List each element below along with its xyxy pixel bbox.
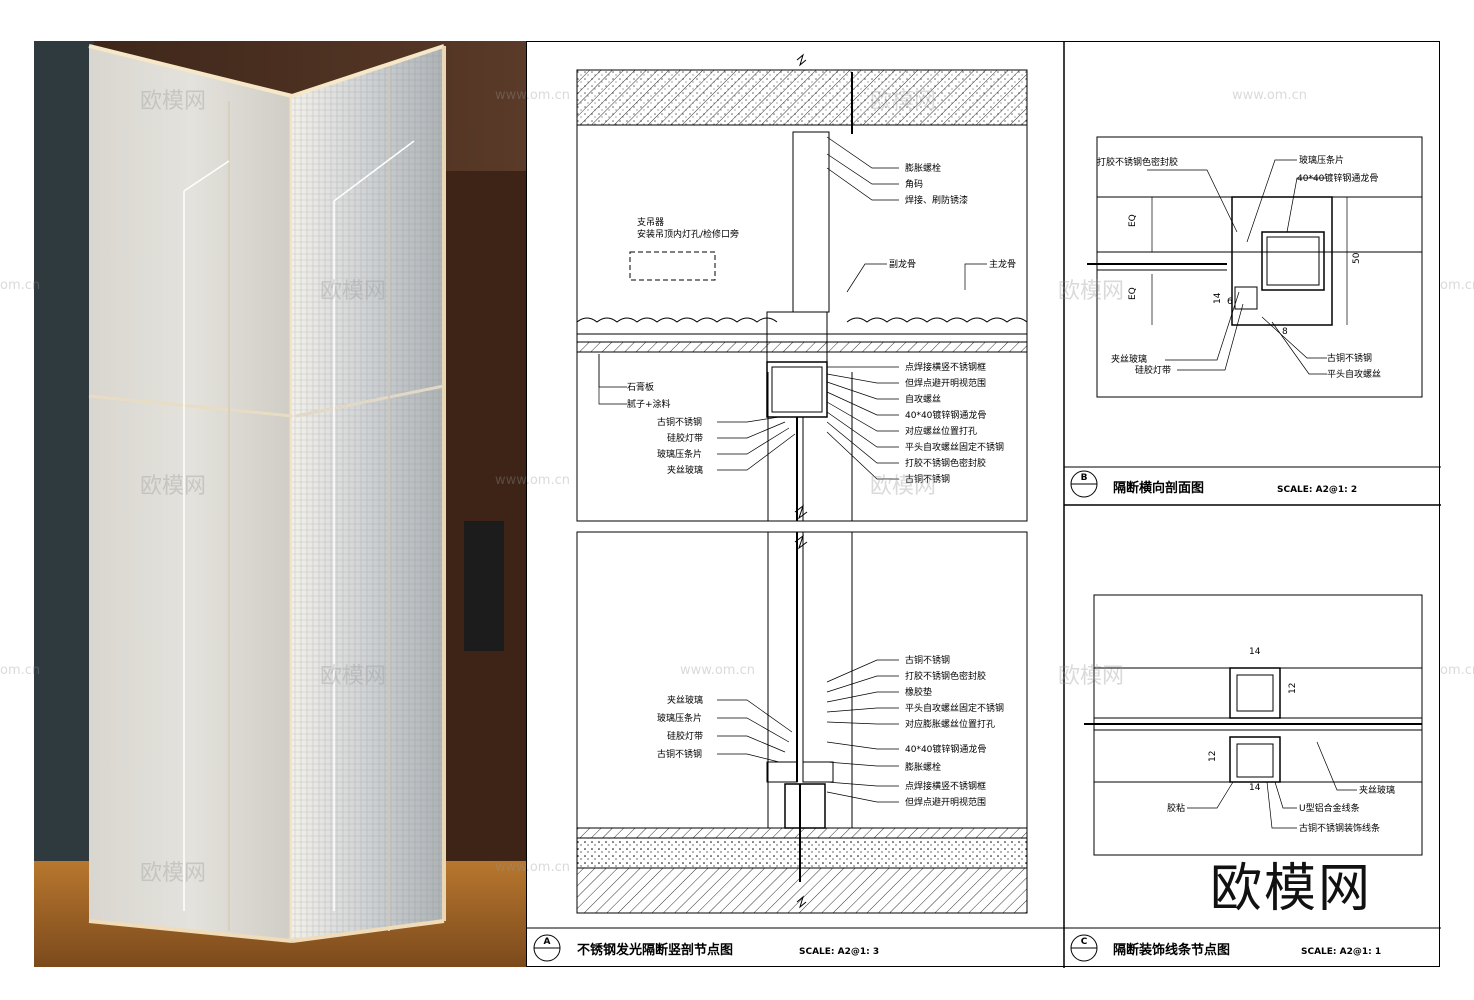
label-b-4: 硅胶灯带 — [1135, 364, 1171, 376]
label-a-rb-4: 对应膨胀螺丝位置打孔 — [905, 718, 995, 730]
label-b-2: 40*40镀锌钢通龙骨 — [1297, 172, 1378, 184]
cad-drawing: 膨胀螺栓 角码 焊接、刷防锈漆 支吊器 安装吊顶内灯孔/检修口旁 副龙骨 主龙骨… — [527, 42, 1441, 968]
label-a-joist: 副龙骨 — [889, 258, 916, 270]
detail-c-title: 隔断装饰线条节点图 — [1113, 942, 1230, 958]
brand-logo: 欧模网 — [1210, 859, 1373, 919]
dim-c-2: 12 — [1208, 751, 1218, 762]
dim-b-2: 50 — [1352, 252, 1362, 264]
dim-c-0: 14 — [1249, 647, 1261, 657]
label-a-rt-2: 自攻螺丝 — [905, 393, 941, 405]
label-a-rt-1: 但焊点避开明视范围 — [905, 377, 986, 389]
detail-a-titleblock: A 不锈钢发光隔断竖剖节点图 SCALE: A2@1: 3 — [527, 927, 1064, 962]
dim-b-1: EQ — [1128, 287, 1138, 300]
label-a-rt-7: 古铜不锈钢 — [905, 473, 950, 485]
label-a-rt-6: 打胶不锈钢色密封胶 — [905, 457, 986, 469]
detail-b-marker: B — [1081, 473, 1088, 483]
label-a-top-1: 角码 — [905, 178, 923, 190]
label-a-lt-1: 腻子+涂料 — [627, 398, 671, 410]
label-a-lt-2: 古铜不锈钢 — [657, 416, 702, 428]
detail-c-titleblock: C 隔断装饰线条节点图 SCALE: A2@1: 1 — [1064, 927, 1441, 962]
detail-a-scale: SCALE: A2@1: 3 — [799, 947, 879, 957]
label-a-rt-5: 平头自攻螺丝固定不锈钢 — [905, 441, 1004, 453]
watermark-url: om.cn — [1440, 278, 1474, 293]
label-a-rt-3: 40*40镀锌钢通龙骨 — [905, 409, 986, 421]
label-a-lb-0: 夹丝玻璃 — [667, 694, 703, 706]
detail-c-marker: C — [1081, 937, 1088, 947]
label-b-1: 玻璃压条片 — [1299, 154, 1344, 166]
detail-c-scale: SCALE: A2@1: 1 — [1301, 947, 1381, 957]
drawing-sheet: 膨胀螺栓 角码 焊接、刷防锈漆 支吊器 安装吊顶内灯孔/检修口旁 副龙骨 主龙骨… — [526, 41, 1441, 968]
dim-b-4: 8 — [1282, 327, 1288, 337]
detail-c-drawing: 夹丝玻璃 胶粘 U型铝合金线条 古铜不锈钢装饰线条 14 12 12 14 — [1084, 594, 1423, 856]
label-a-box-1: 安装吊顶内灯孔/检修口旁 — [637, 228, 739, 240]
label-a-rb-6: 膨胀螺栓 — [905, 761, 941, 773]
detail-a-title: 不锈钢发光隔断竖剖节点图 — [577, 942, 733, 958]
detail-b-title: 隔断横向剖面图 — [1113, 480, 1204, 496]
label-b-3: 夹丝玻璃 — [1111, 353, 1147, 365]
detail-b-scale: SCALE: A2@1: 2 — [1277, 485, 1357, 495]
detail-b-titleblock: B 隔断横向剖面图 SCALE: A2@1: 2 — [1064, 466, 1441, 498]
dim-b-0: EQ — [1128, 214, 1138, 227]
label-b-0: 打胶不锈钢色密封胶 — [1097, 156, 1178, 168]
partition-photo — [34, 41, 526, 967]
label-b-6: 平头自攻螺丝 — [1327, 368, 1381, 380]
label-c-0: 夹丝玻璃 — [1359, 784, 1395, 796]
label-a-lb-1: 玻璃压条片 — [657, 712, 702, 724]
label-c-3: 古铜不锈钢装饰线条 — [1299, 822, 1380, 834]
label-a-lt-0: 石膏板 — [627, 381, 654, 393]
label-a-rt-4: 对应螺丝位置打孔 — [905, 425, 977, 437]
label-a-lb-3: 古铜不锈钢 — [657, 748, 702, 760]
label-a-lt-4: 玻璃压条片 — [657, 448, 702, 460]
label-a-box-0: 支吊器 — [637, 216, 664, 228]
label-a-rb-8: 但焊点避开明视范围 — [905, 796, 986, 808]
label-a-lb-2: 硅胶灯带 — [667, 730, 703, 742]
label-a-lt-3: 硅胶灯带 — [667, 432, 703, 444]
detail-a-drawing: 膨胀螺栓 角码 焊接、刷防锈漆 支吊器 安装吊顶内灯孔/检修口旁 副龙骨 主龙骨… — [576, 53, 1028, 914]
label-b-5: 古铜不锈钢 — [1327, 352, 1372, 364]
label-a-rb-7: 点焊接横竖不锈钢框 — [905, 780, 986, 792]
label-a-main: 主龙骨 — [989, 258, 1016, 270]
detail-a-marker: A — [544, 937, 551, 947]
dim-c-3: 14 — [1249, 783, 1261, 793]
label-a-rb-5: 40*40镀锌钢通龙骨 — [905, 743, 986, 755]
label-a-top-2: 焊接、刷防锈漆 — [905, 194, 968, 206]
dim-c-1: 12 — [1288, 683, 1298, 694]
dim-b-3: 14 — [1213, 292, 1223, 304]
dim-b-5: 6 — [1227, 297, 1233, 307]
watermark-url: om.cn — [1440, 663, 1474, 678]
label-a-rb-3: 平头自攻螺丝固定不锈钢 — [905, 702, 1004, 714]
label-c-2: U型铝合金线条 — [1299, 802, 1360, 814]
label-c-1: 胶粘 — [1167, 802, 1185, 814]
label-a-rt-0: 点焊接横竖不锈钢框 — [905, 361, 986, 373]
label-a-top-0: 膨胀螺栓 — [905, 162, 941, 174]
label-a-lt-5: 夹丝玻璃 — [667, 464, 703, 476]
label-a-rb-1: 打胶不锈钢色密封胶 — [905, 670, 986, 682]
photo-illustration — [34, 41, 526, 967]
label-a-rb-2: 橡胶垫 — [905, 686, 932, 698]
detail-b-drawing: 打胶不锈钢色密封胶 玻璃压条片 40*40镀锌钢通龙骨 夹丝玻璃 硅胶灯带 古铜… — [1087, 136, 1423, 398]
label-a-rb-0: 古铜不锈钢 — [905, 654, 950, 666]
